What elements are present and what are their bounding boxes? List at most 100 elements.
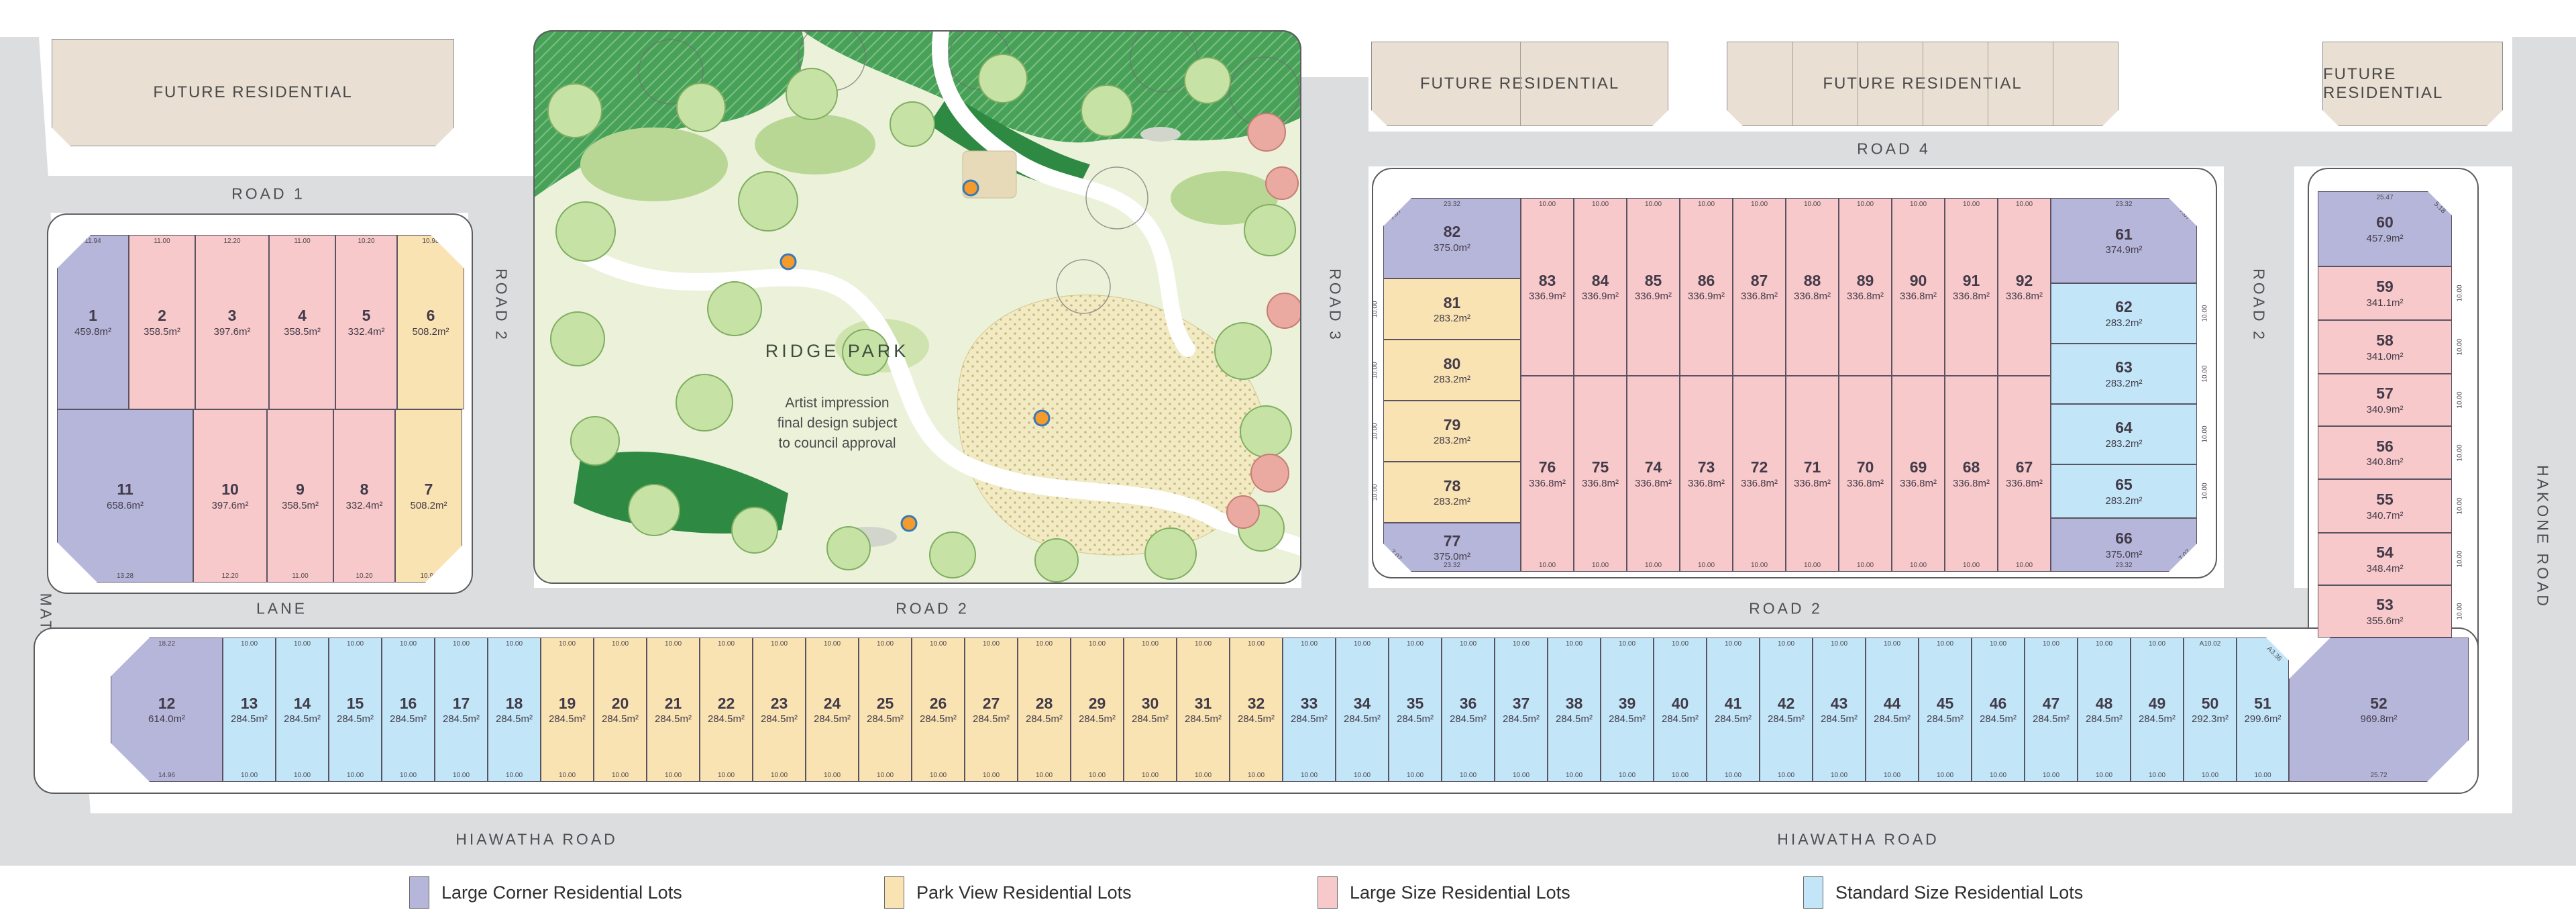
park-note-line1: Artist impression — [785, 395, 889, 411]
legend-label: Standard Size Residential Lots — [1835, 882, 2084, 903]
dimension-label: 10.00 — [293, 772, 311, 779]
legend-item-1: Park View Residential Lots — [884, 876, 1132, 909]
lot-number: 89 — [1856, 271, 1874, 289]
lot-area: 284.5m² — [1661, 713, 1699, 725]
dimension-label: 10.00 — [1697, 562, 1715, 569]
lot-area: 284.5m² — [1820, 713, 1858, 725]
